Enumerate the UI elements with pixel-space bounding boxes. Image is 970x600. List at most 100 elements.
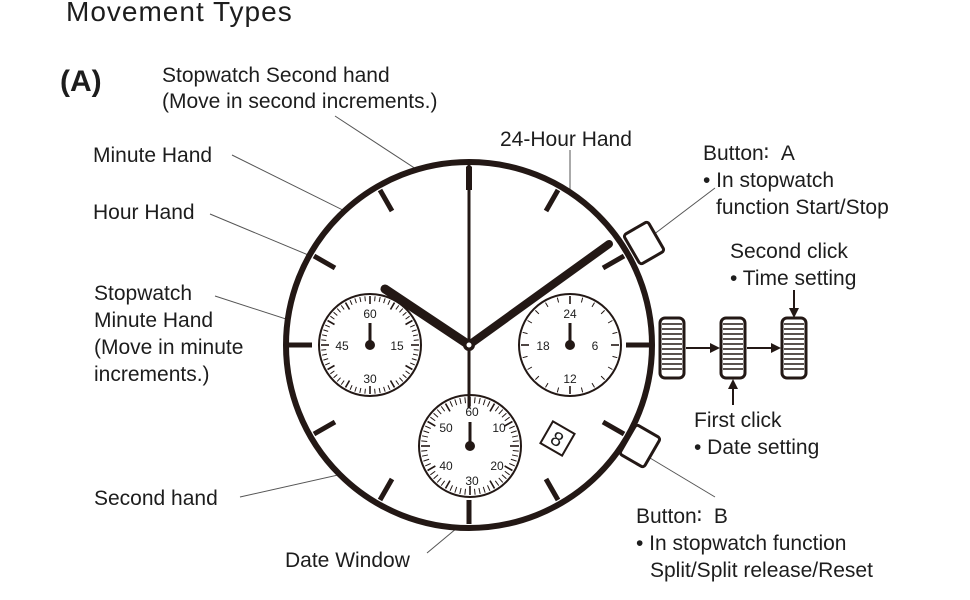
- page-title: Movement Types: [66, 0, 293, 27]
- subdial-tick: [489, 480, 496, 489]
- subdial-tick: [405, 364, 413, 371]
- subdial-left-num-left: 45: [335, 339, 349, 353]
- subdial-tick: [413, 349, 419, 351]
- subdial-tick: [321, 339, 327, 341]
- subdial-tick: [436, 409, 442, 415]
- subdial-tick: [349, 300, 353, 306]
- subdial-tick: [449, 485, 453, 491]
- subdial-tick: [607, 366, 613, 370]
- subdial-tick: [364, 296, 366, 302]
- subdial-bottom-num-10: 10: [492, 421, 506, 435]
- crown-second-click: [780, 316, 808, 380]
- subdial-tick: [512, 440, 519, 443]
- date-window-frame: [539, 420, 576, 457]
- subdial-tick: [545, 302, 549, 308]
- subdial-tick: [556, 297, 560, 303]
- subdial-tick: [504, 420, 513, 427]
- button-b-pusher: [618, 423, 662, 469]
- subdial-left-num-top: 60: [363, 307, 377, 321]
- subdial-bottom-num-50: 50: [439, 421, 453, 435]
- marker-10: [312, 253, 337, 271]
- subdial-tick: [359, 387, 362, 394]
- subdial-tick: [498, 409, 504, 415]
- label-stopwatch-minute-hand: Stopwatch Minute Hand (Move in minute in…: [94, 282, 249, 386]
- subdial-tick: [378, 296, 381, 303]
- subdial-tick: [321, 349, 327, 351]
- subdial-tick: [340, 305, 345, 310]
- arrow-head-1: [710, 343, 720, 353]
- subdial-tick: [395, 305, 400, 310]
- subdial-tick: [387, 384, 391, 390]
- subdial-tick: [510, 458, 517, 462]
- subdial-tick: [344, 302, 351, 310]
- center-pivot-dot: [466, 342, 472, 348]
- subdial-tick: [425, 425, 431, 429]
- marker-7: [377, 477, 395, 502]
- subdial-tick: [449, 401, 453, 407]
- subdial-24-hour: 24 6 12 18: [518, 293, 622, 397]
- subdial-tick: [612, 355, 618, 359]
- subdial-tick: [509, 463, 515, 467]
- subdial-tick: [336, 377, 341, 382]
- subdial-tick: [354, 386, 357, 392]
- subdial-stopwatch-minutes: 60 15 30 45: [318, 293, 422, 397]
- subdial-tick: [510, 430, 517, 434]
- subdial-seconds: 60 10 20 30 40 50: [418, 394, 522, 498]
- hour-hand: [380, 284, 474, 350]
- subdial-tick: [374, 388, 376, 394]
- subdial-tick: [454, 486, 458, 493]
- subdial-tick: [444, 403, 451, 412]
- subdial-tick: [323, 329, 329, 332]
- subdial-tick: [321, 334, 328, 337]
- subdial-tick: [464, 488, 467, 495]
- subdial-tick: [478, 487, 481, 495]
- label-stopwatch-second-hand: Stopwatch Second hand (Move in second in…: [162, 64, 437, 113]
- subdial-tick: [413, 339, 419, 341]
- subdial-tick: [436, 477, 442, 483]
- subdial-tick: [487, 401, 491, 407]
- minute-hand: [465, 240, 613, 349]
- subdial-tick: [423, 458, 430, 462]
- subdial-tick: [504, 470, 510, 476]
- subdial-tick: [405, 370, 410, 375]
- marker-11: [377, 188, 395, 213]
- subdial-tick: [405, 315, 410, 320]
- subdial-tick: [522, 331, 528, 335]
- subdial-bottom-num-20: 20: [490, 459, 504, 473]
- subdial-tick: [364, 388, 366, 394]
- label-button-b: Button∶ B • In stopwatch function Split/…: [636, 505, 873, 582]
- subdial-tick: [612, 331, 618, 335]
- subdial-tick: [411, 329, 417, 332]
- subdial-tick: [330, 370, 335, 375]
- label-second-hand: Second hand: [94, 487, 218, 510]
- subdial-tick: [330, 315, 335, 320]
- subdial-tick: [411, 358, 417, 361]
- arrow-first-click-head: [728, 379, 738, 389]
- subdial-tick: [383, 298, 386, 304]
- marker-8: [312, 419, 337, 437]
- subdial-tick: [325, 324, 331, 328]
- subdial-tick: [556, 387, 560, 393]
- subdial-tick: [498, 477, 504, 483]
- subdial-tick: [501, 474, 507, 480]
- subdial-tick: [333, 311, 338, 316]
- subdial-tick: [389, 380, 396, 388]
- subdial-tick: [511, 454, 519, 457]
- subdial-tick: [389, 302, 396, 310]
- subdial-left-num-bottom: 30: [363, 372, 377, 386]
- subdial-tick: [459, 487, 462, 495]
- subdial-tick: [464, 397, 467, 404]
- subdial-tick: [454, 399, 458, 406]
- subdial-bottom-num-40: 40: [439, 459, 453, 473]
- subdial-tick: [482, 399, 486, 406]
- crown-first-click: [719, 316, 747, 380]
- subdial-right-num-left: 18: [536, 339, 550, 353]
- label-24-hour-hand: 24-Hour Hand: [500, 128, 632, 151]
- subdial-tick: [323, 358, 329, 361]
- marker-2: [601, 253, 626, 271]
- subdial-tick: [340, 380, 345, 385]
- subdial-tick: [478, 397, 481, 405]
- label-button-a: Button∶ A • In stopwatch function Start/…: [703, 142, 889, 219]
- leader-button-a: [652, 187, 716, 236]
- subdial-tick: [534, 309, 540, 315]
